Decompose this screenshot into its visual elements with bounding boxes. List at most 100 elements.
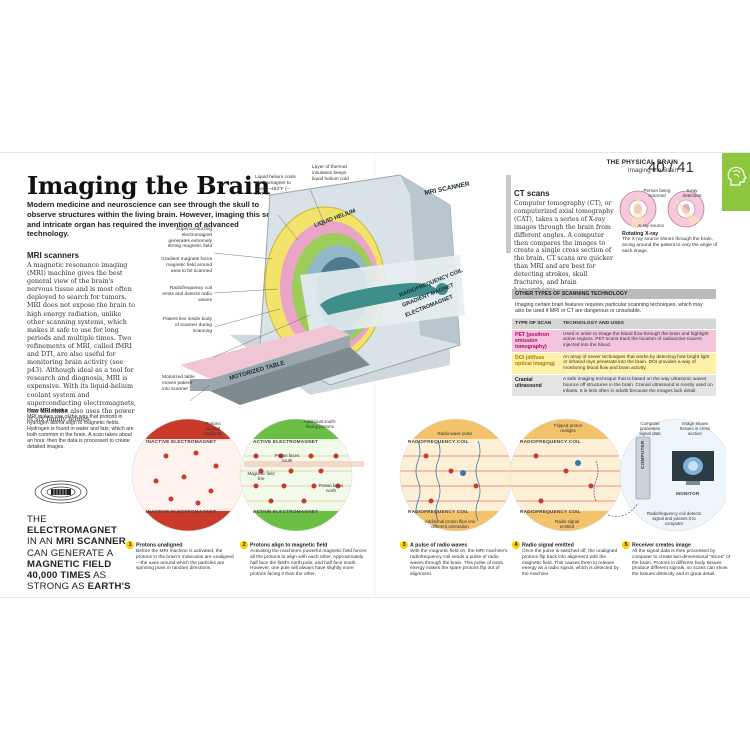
step-title: A pulse of radio waves: [410, 542, 468, 549]
intro-text: Modern medicine and neuroscience can see…: [27, 200, 276, 239]
scan-uses: A safe imaging technique that is based o…: [563, 376, 713, 394]
scan-type: PET (positron emission tomography): [515, 331, 550, 350]
callout-rfcoil: Radiofrequency coil emits and detects ra…: [162, 286, 212, 303]
page-numbers: 40 / 41: [648, 159, 694, 176]
subsection-title: Imaging the Brain: [627, 167, 678, 174]
ct-body: Computer tomography (CT), or computerize…: [514, 200, 614, 294]
mri-scanner-illustration: MRI SCANNER LIQUID HELIUM RADIOFREQUENCY…: [180, 174, 471, 405]
callout-thermal: Layer of thermal insulation keeps liquid…: [312, 165, 349, 182]
quote-emphasis: ELECTROMAGNET: [27, 525, 118, 537]
head-brain-icon: [727, 166, 747, 186]
label-pulse: Radio-wave pulse: [437, 431, 473, 436]
quote-emphasis: 40,000 TIMES: [27, 570, 91, 582]
table-header-row: TYPE OF SCAN TECHNOLOGY AND USES: [512, 318, 716, 330]
scan-types-table: OTHER TYPES OF SCANNING TECHNOLOGY Imagi…: [512, 289, 716, 398]
section-title: THE PHYSICAL BRAIN: [606, 159, 678, 166]
step-number: 3: [400, 541, 408, 549]
ct-rotating-xray-illustration: [619, 190, 705, 228]
col-header: TECHNOLOGY AND USES: [563, 320, 624, 326]
callout-helium: Liquid helium cools electromagnet to abo…: [255, 175, 296, 198]
step-5-body: All the signal data is then processed by…: [632, 549, 731, 578]
step-title: Protons align to magnetic field: [250, 542, 328, 549]
book-spread: THE PHYSICAL BRAIN Imaging the Brain 40 …: [0, 152, 750, 598]
table-row: Cranial ultrasound A safe imaging techni…: [512, 374, 716, 398]
inactive-electromagnet-bottom: INACTIVE ELECTROMAGNET: [146, 509, 217, 514]
label-south: Additional south-facing protons: [303, 419, 337, 430]
mri-body: A magnetic resonance imaging (MRI) machi…: [27, 261, 136, 423]
rotating-xray-body: The X-ray source shines through the brai…: [622, 237, 718, 254]
how-body: MRI makes use of the way that protons in…: [27, 414, 134, 451]
rfcoil-top-3: RADIOFREQUENCY COIL: [408, 439, 469, 444]
chapter-tab: [722, 153, 750, 211]
inactive-electromagnet-top: INACTIVE ELECTROMAGNET: [146, 439, 217, 444]
callout-table: Motorized table moves patient into scann…: [162, 375, 195, 392]
step-3-body: With the magnetic field on, the MRI mach…: [410, 549, 508, 578]
scan-type: DOI (diffuse optical imaging): [515, 354, 555, 367]
table-heading: OTHER TYPES OF SCANNING TECHNOLOGY: [512, 289, 716, 299]
rfcoil-bottom-3: RADIOFREQUENCY COIL: [408, 509, 469, 514]
label-field-line: Magnetic field line: [247, 471, 275, 482]
electromagnet-fact: THE ELECTROMAGNET IN AN MRI SCANNER CAN …: [27, 514, 135, 592]
quote-text: CAN GENERATE A: [27, 547, 114, 559]
label-random: Protons aligned randomly: [203, 421, 223, 437]
step-number: 5: [622, 541, 630, 549]
ct-label-person: Person being scanned: [643, 188, 671, 199]
rotating-xray-heading: Rotating X-ray: [622, 231, 659, 237]
label-computer-proc: Computer processes signal data: [639, 421, 661, 437]
quote-text: THE: [27, 514, 47, 525]
mri-heading: MRI scanners: [27, 251, 80, 260]
monitor-label: MONITOR: [676, 491, 700, 496]
computer-label: COMPUTER: [640, 440, 645, 469]
quote-text: AS: [90, 570, 107, 582]
step-1-body: Before the MRI machine is activated, the…: [136, 549, 234, 572]
page-title: Imaging the Brain: [27, 171, 270, 200]
scan-type: Cranial ultrasound: [515, 376, 542, 389]
step-number: 2: [240, 541, 248, 549]
quote-emphasis: MRI SCANNER: [55, 536, 126, 548]
label-signal: Radio signal emitted: [554, 519, 580, 530]
rfcoil-top-4: RADIOFREQUENCY COIL: [520, 439, 581, 444]
running-header: THE PHYSICAL BRAIN Imaging the Brain: [568, 159, 678, 174]
active-electromagnet-bottom: ACTIVE ELECTROMAGNET: [253, 509, 319, 514]
label-coil-detect: Radiofrequency coil detects signal and p…: [647, 511, 701, 527]
step-title: Receiver creates image: [632, 542, 691, 549]
table-row: PET (positron emission tomography) Used …: [512, 329, 716, 353]
scan-uses: An array of newer techniques that works …: [563, 354, 710, 372]
callout-superconducting: Superconducting electromagnet generates …: [167, 227, 212, 250]
mri-process-illustration: [131, 418, 726, 532]
callout-gradient: Gradient magnets focus magnetic field ar…: [161, 257, 212, 274]
table-intro: Imaging certain brain features requires …: [512, 299, 716, 319]
magnetic-field-icon: [34, 480, 88, 504]
label-tissues: Image shows tissues in cross section: [680, 421, 711, 437]
step-title: Radio signal emitted: [522, 542, 574, 549]
step-4-body: Once the pulse is switched off, the unal…: [522, 549, 619, 578]
col-header: TYPE OF SCAN: [515, 320, 552, 326]
ct-accent-bar: [506, 175, 511, 253]
step-title: Protons unaligned: [136, 542, 183, 549]
quote-text: STRONG AS: [27, 581, 88, 593]
label-faces-north: Proton faces north: [318, 483, 344, 494]
quote-emphasis: MAGNETIC FIELD: [27, 558, 112, 570]
quote-text: IN AN: [27, 536, 56, 548]
step-number: 1: [126, 541, 134, 549]
label-faces-south: Proton faces south: [274, 453, 300, 464]
scanner-label: MRI SCANNER: [424, 181, 471, 197]
callout-patient: Patient lies inside body of scanner duri…: [162, 317, 212, 334]
step-number: 4: [512, 541, 520, 549]
step-2-body: Activating the machine's powerful magnet…: [250, 549, 367, 578]
active-electromagnet-top: ACTIVE ELECTROMAGNET: [253, 439, 319, 444]
label-flipped: Flipped proton realigns: [553, 423, 583, 434]
table-row: DOI (diffuse optical imaging) An array o…: [512, 352, 716, 375]
label-flip: Additional proton flips into different o…: [424, 519, 476, 530]
scan-uses: Used in order to image the blood flow th…: [563, 331, 709, 349]
ct-label-detectors: X-ray detectors: [682, 188, 702, 199]
rfcoil-bottom-4: RADIOFREQUENCY COIL: [520, 509, 581, 514]
ct-heading: CT scans: [514, 189, 550, 198]
how-heading: How MRI works: [27, 408, 68, 414]
quote-emphasis: EARTH'S: [87, 581, 131, 593]
